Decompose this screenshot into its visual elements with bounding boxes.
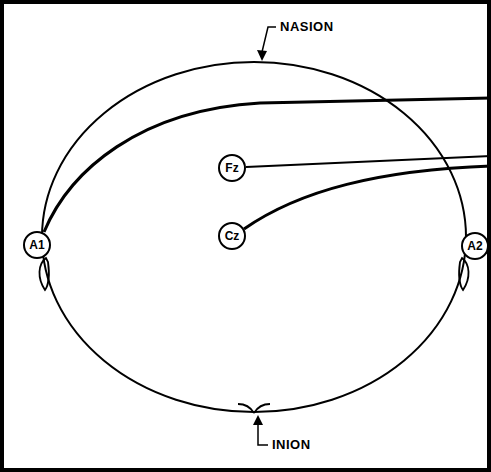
electrode-circle: A2: [461, 232, 489, 260]
electrode-label: A1: [29, 239, 44, 251]
electrode-label: Cz: [225, 230, 240, 242]
electrode-wire: [246, 156, 491, 167]
electrode-wire: [244, 166, 491, 229]
arrowhead: [257, 50, 267, 61]
leader-line: [258, 424, 268, 445]
electrode-circle: Cz: [218, 222, 246, 250]
landmark-label: NASION: [279, 19, 335, 34]
right-ear: [459, 258, 468, 290]
electrode-label: A2: [467, 240, 482, 252]
electrode-wire: [44, 98, 491, 232]
left-ear: [39, 258, 48, 290]
landmark-label: INION: [271, 437, 312, 452]
head-outline: [42, 62, 466, 412]
electrode-circle: A1: [23, 231, 51, 259]
arrowhead: [253, 415, 263, 425]
electrode-circle: Fz: [218, 154, 246, 182]
leader-line: [262, 27, 276, 52]
inion-notch: [238, 404, 270, 413]
electrode-label: Fz: [225, 162, 238, 174]
